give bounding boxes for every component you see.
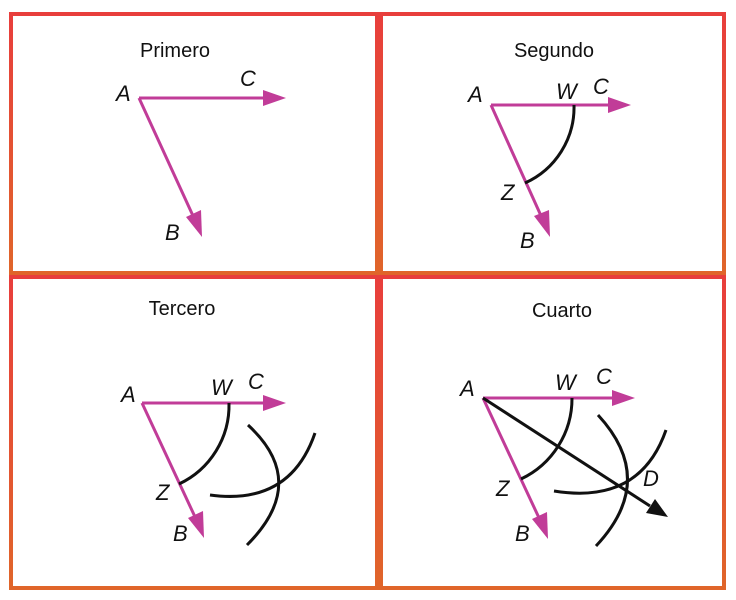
label-a: A (119, 382, 136, 407)
label-b: B (173, 521, 188, 546)
arrowhead-d (646, 499, 668, 517)
label-a: A (466, 82, 483, 107)
panel-tercero: Tercero A W C Z B (119, 298, 317, 547)
label-w: W (556, 79, 579, 104)
ray-ab (489, 104, 544, 219)
panel-frame-segundo (379, 12, 726, 275)
label-w: W (555, 370, 578, 395)
panel-title: Segundo (514, 40, 594, 62)
panel-frame-primero (9, 12, 379, 275)
panel-segundo: Segundo A W C Z B (466, 40, 631, 253)
arrowhead-b (186, 210, 202, 237)
panel-title: Tercero (149, 298, 216, 320)
panel-title: Cuarto (532, 300, 592, 322)
panel-primero: Primero A C B (114, 40, 286, 245)
arrowhead-c (612, 390, 635, 406)
label-a: A (458, 376, 475, 401)
arrowhead-b (534, 210, 550, 237)
panel-frame-tercero (9, 275, 379, 590)
label-z: Z (155, 480, 171, 505)
label-z: Z (495, 476, 511, 501)
arc-wz (524, 104, 576, 185)
arc-wz (178, 402, 231, 486)
label-c: C (240, 66, 256, 91)
label-d: D (643, 466, 659, 491)
ray-ab (481, 397, 542, 521)
arrowhead-c (263, 90, 286, 106)
arc-from-z (553, 429, 668, 495)
label-w: W (211, 375, 234, 400)
label-a: A (114, 81, 131, 106)
label-b: B (165, 220, 180, 245)
arrowhead-c (263, 395, 286, 411)
label-b: B (520, 228, 535, 253)
arrowhead-b (532, 512, 548, 539)
panel-cuarto: Cuarto A W C Z D B (458, 300, 668, 548)
label-c: C (248, 369, 264, 394)
panel-title: Primero (140, 40, 210, 62)
arrowhead-b (188, 511, 204, 538)
arc-from-z (209, 432, 317, 498)
label-b: B (515, 521, 530, 546)
label-c: C (593, 74, 609, 99)
ray-ab (137, 97, 196, 219)
ray-ab (140, 402, 198, 520)
arrowhead-c (608, 97, 631, 113)
label-z: Z (500, 180, 516, 205)
bisector-ray-ad (482, 396, 651, 508)
label-c: C (596, 364, 612, 389)
panel-frame-cuarto (379, 275, 726, 590)
